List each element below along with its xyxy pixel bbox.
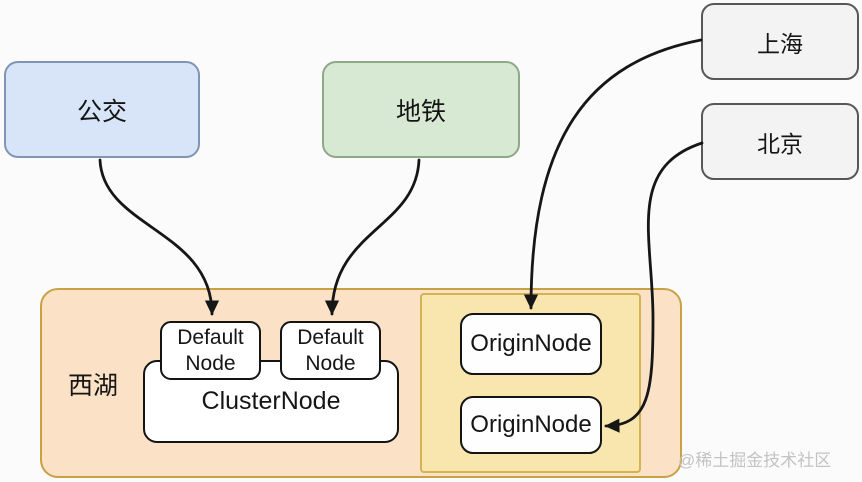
metro-node: 地铁 [322,61,520,158]
default-node-1: Default Node [160,321,261,380]
default-node-2: Default Node [280,321,381,380]
westlake-group-label: 西湖 [67,372,118,400]
origin-node-1: OriginNode [460,313,602,375]
origin-node-2: OriginNode [460,396,602,454]
watermark-text: @稀土掘金技术社区 [678,451,832,470]
bus-node: 公交 [4,61,200,158]
edge-shanghai-to-origin-node-1 [523,38,703,310]
beijing-node: 北京 [701,103,859,180]
shanghai-node: 上海 [701,3,859,80]
